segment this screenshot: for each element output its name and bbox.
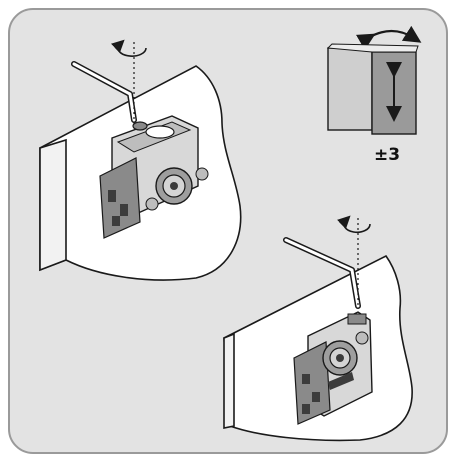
instruction-panel: ±3 bbox=[8, 8, 448, 454]
rotate-arrow-icon bbox=[336, 215, 371, 234]
instruction-diagram: ±3 bbox=[8, 8, 448, 454]
curved-double-arrow-icon bbox=[355, 25, 422, 51]
top-panel-edge bbox=[39, 138, 67, 272]
bottom-hinge-assembly bbox=[223, 215, 413, 442]
door-adjustment-figure: ±3 bbox=[326, 25, 422, 165]
rotate-arrow-icon bbox=[110, 39, 147, 57]
adjustment-value-label: ±3 bbox=[374, 145, 400, 165]
top-hinge-bracket bbox=[99, 115, 209, 239]
top-hinge-assembly bbox=[39, 39, 242, 281]
door-left-panel bbox=[327, 47, 373, 131]
bottom-hinge-bracket bbox=[293, 311, 373, 425]
bottom-panel-edge bbox=[223, 332, 235, 429]
